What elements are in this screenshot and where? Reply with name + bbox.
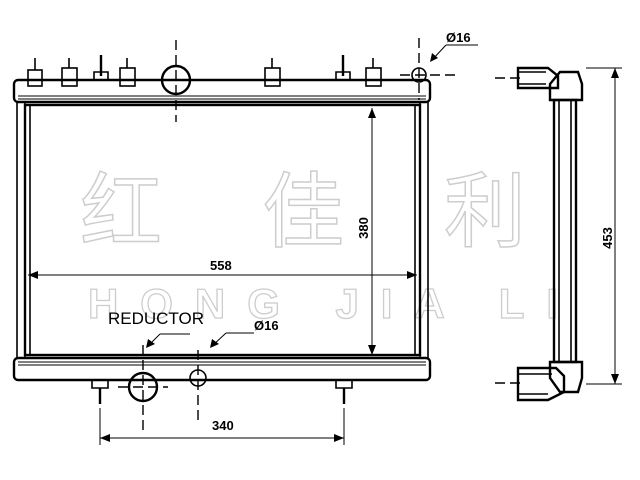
- dimension-width-label: 558: [210, 258, 232, 273]
- side-bottom-cap: [548, 360, 584, 394]
- top-diameter-callout: Ø16: [430, 30, 478, 62]
- dimension-overall-height: 453: [586, 67, 622, 385]
- watermark: 红 佳 利 HONG JIA LI: [79, 164, 558, 327]
- dimension-overall-height-label: 453: [600, 227, 615, 249]
- top-diameter-label: Ø16: [446, 30, 471, 45]
- side-top-cap: [548, 70, 584, 102]
- reductor-callout: REDUCTOR: [108, 309, 204, 348]
- side-bottom-outlet: [516, 366, 566, 402]
- side-top-inlet: [516, 66, 560, 90]
- radiator-side-view: 453: [495, 66, 622, 402]
- top-clip-2: [61, 58, 78, 87]
- bottom-diameter-callout: Ø16: [210, 318, 279, 348]
- top-tank: [12, 38, 460, 122]
- watermark-char-2: 佳: [262, 165, 344, 260]
- top-clip-4: [264, 58, 281, 87]
- bottom-diameter-label: Ø16: [254, 318, 279, 333]
- top-pin-1: [93, 55, 109, 80]
- top-clip-5: [365, 58, 382, 87]
- watermark-char-1: 红: [80, 165, 162, 260]
- dimension-bottom-span: 340: [99, 408, 345, 445]
- reductor-label: REDUCTOR: [108, 309, 204, 328]
- radiator-front-view: 558 380 340 Ø16 REDUCTOR: [12, 30, 478, 445]
- dimension-height: 380: [356, 108, 376, 355]
- dimension-bottom-span-label: 340: [212, 418, 234, 433]
- watermark-char-3: 利: [444, 165, 526, 260]
- dimension-width: 558: [28, 258, 417, 279]
- dimension-height-label: 380: [356, 217, 371, 239]
- bottom-pin-2: [335, 380, 353, 404]
- top-clip-1: [27, 58, 43, 87]
- top-pin-2: [335, 55, 351, 80]
- bottom-tank: [12, 345, 432, 430]
- bottom-pin-1: [91, 380, 109, 404]
- top-clip-3: [119, 58, 136, 87]
